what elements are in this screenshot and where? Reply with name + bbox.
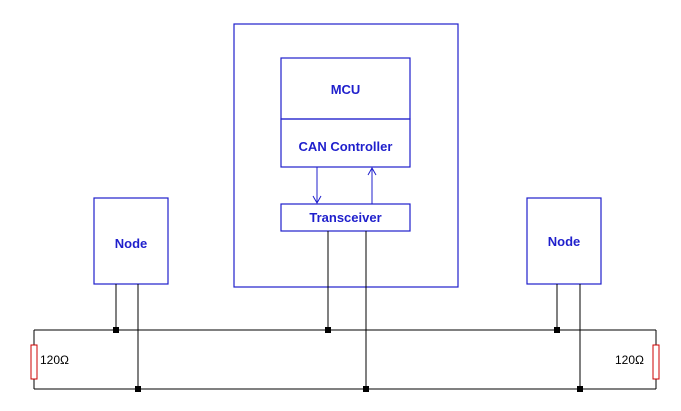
resistor-right-icon <box>652 344 660 380</box>
transceiver-to-controller-arrow <box>367 166 377 204</box>
resistor-left-label: 120Ω <box>40 353 69 367</box>
can-controller-block <box>280 118 411 168</box>
controller-to-transceiver-arrow <box>312 167 322 205</box>
can-bus-wires <box>33 231 657 390</box>
transceiver-label: Transceiver <box>309 210 381 225</box>
transceiver-block <box>280 203 411 232</box>
resistor-right-label: 120Ω <box>615 353 644 367</box>
junction-dot <box>325 327 331 333</box>
can-controller-label: CAN Controller <box>299 139 393 154</box>
resistor-left-icon <box>30 344 38 380</box>
device-enclosure <box>233 23 459 288</box>
node-left-label: Node <box>115 236 148 251</box>
node-right-block <box>526 197 602 285</box>
node-left-block <box>93 197 169 285</box>
junction-dot <box>363 386 369 392</box>
junction-dot <box>577 386 583 392</box>
bus-junctions <box>113 327 583 392</box>
junction-dot <box>554 327 560 333</box>
node-right-label: Node <box>548 234 581 249</box>
mcu-label: MCU <box>331 82 361 97</box>
junction-dot <box>113 327 119 333</box>
junction-dot <box>135 386 141 392</box>
